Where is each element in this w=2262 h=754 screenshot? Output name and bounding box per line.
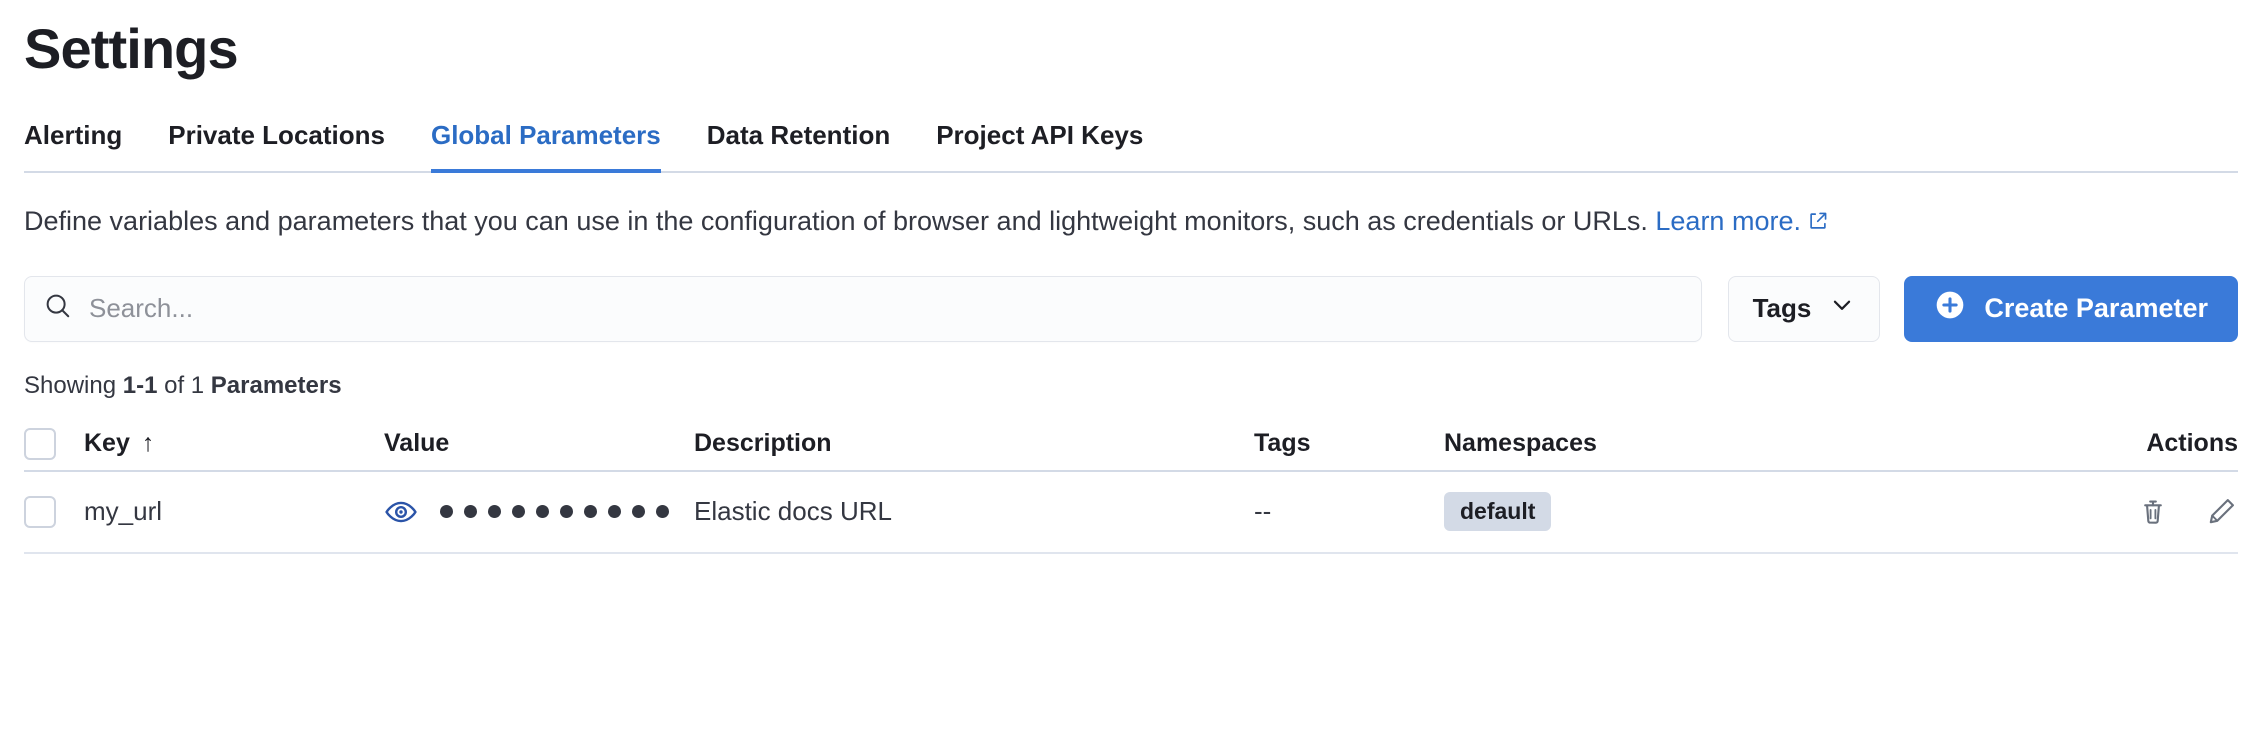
- column-header-namespaces-label: Namespaces: [1444, 429, 1597, 457]
- table-header-row: Key ↑ Value Description Tags Namespaces …: [24, 418, 2238, 472]
- select-all-cell: [24, 427, 84, 460]
- results-entity: Parameters: [210, 371, 342, 399]
- results-summary: Showing 1-1 of 1 Parameters: [24, 372, 2238, 400]
- cell-key: my_url: [84, 496, 163, 526]
- learn-more-label: Learn more.: [1655, 205, 1801, 236]
- cell-description: Elastic docs URL: [694, 496, 892, 526]
- tab-private-locations[interactable]: Private Locations: [168, 119, 385, 150]
- chevron-down-icon: [1829, 292, 1855, 325]
- column-header-key[interactable]: Key ↑: [84, 429, 384, 458]
- cell-namespaces: default: [1444, 491, 2058, 532]
- tab-project-api-keys[interactable]: Project API Keys: [936, 119, 1144, 150]
- delete-icon[interactable]: [2136, 495, 2170, 529]
- plus-circle-icon: [1934, 289, 1966, 328]
- eye-icon[interactable]: [384, 495, 418, 529]
- tags-filter-label: Tags: [1752, 293, 1812, 323]
- tabs-container: Alerting Private Locations Global Parame…: [24, 120, 2238, 173]
- parameters-table: Key ↑ Value Description Tags Namespaces …: [24, 418, 2238, 554]
- column-header-actions-label: Actions: [2146, 429, 2238, 457]
- column-header-tags-label: Tags: [1254, 429, 1311, 457]
- controls-row: Tags Create Parameter: [24, 275, 2238, 342]
- column-header-value-label: Value: [384, 429, 450, 457]
- tab-list: Alerting Private Locations Global Parame…: [24, 120, 2238, 173]
- column-header-tags: Tags: [1254, 429, 1444, 458]
- results-prefix: Showing: [24, 371, 117, 399]
- page-description: Define variables and parameters that you…: [24, 203, 2224, 242]
- row-select-checkbox[interactable]: [24, 495, 56, 528]
- table-row: my_url Elastic docs URL -- default: [24, 472, 2238, 554]
- search-input[interactable]: [89, 276, 1683, 341]
- masked-value-dots: [440, 505, 669, 518]
- create-parameter-button[interactable]: Create Parameter: [1904, 275, 2238, 342]
- namespace-badge: default: [1444, 491, 1552, 532]
- description-text: Define variables and parameters that you…: [24, 205, 1648, 236]
- cell-actions: [2058, 495, 2238, 529]
- results-range: 1-1: [122, 371, 158, 399]
- column-header-key-label: Key: [84, 429, 130, 457]
- external-link-icon: [1807, 205, 1829, 242]
- tabs-divider: [24, 170, 2238, 173]
- create-parameter-label: Create Parameter: [1984, 293, 2208, 323]
- column-header-description-label: Description: [694, 429, 832, 457]
- column-header-actions: Actions: [2058, 429, 2238, 458]
- tab-data-retention[interactable]: Data Retention: [706, 119, 891, 150]
- column-header-namespaces: Namespaces: [1444, 429, 2058, 458]
- search-field[interactable]: [24, 275, 1702, 342]
- cell-value: [384, 495, 694, 529]
- learn-more-link[interactable]: Learn more.: [1655, 206, 1829, 236]
- column-header-value: Value: [384, 429, 694, 458]
- select-all-checkbox[interactable]: [24, 427, 56, 460]
- column-header-description: Description: [694, 429, 1254, 458]
- tab-global-parameters[interactable]: Global Parameters: [430, 120, 661, 173]
- search-icon: [43, 291, 73, 326]
- row-select-cell: [24, 495, 84, 528]
- edit-icon[interactable]: [2204, 495, 2238, 529]
- cell-tags: --: [1254, 496, 1272, 526]
- tab-alerting[interactable]: Alerting: [24, 119, 123, 150]
- page-title: Settings: [24, 17, 239, 80]
- tags-filter-button[interactable]: Tags: [1727, 275, 1881, 342]
- sort-ascending-icon: ↑: [141, 429, 155, 457]
- results-middle: of 1: [164, 371, 205, 399]
